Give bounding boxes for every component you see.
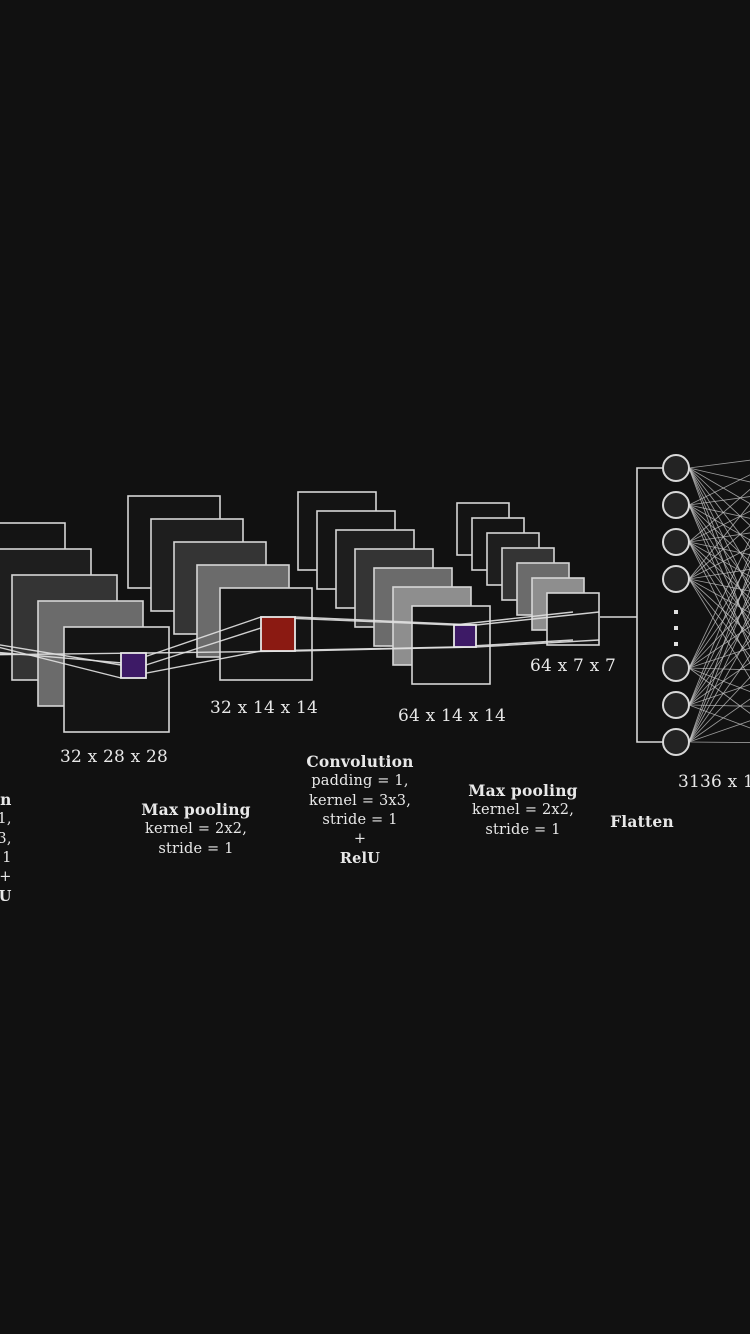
- fc-connection-line: [688, 698, 750, 743]
- fc-connection-line: [688, 459, 750, 469]
- fc-ellipsis-dot: [674, 626, 678, 630]
- fc-neuron[interactable]: [662, 654, 690, 682]
- fc-neuron[interactable]: [662, 528, 690, 556]
- dim-64-14-14: 64 x 14 x 14: [397, 705, 507, 726]
- fc-neuron[interactable]: [662, 565, 690, 593]
- fc-connection-line: [688, 667, 750, 714]
- receptive-field-highlight-purple: [453, 624, 477, 648]
- fc-connection-line: [688, 611, 750, 743]
- fc-connection-line: [688, 504, 750, 541]
- op-maxpool-1: Max pooling kernel = 2x2, stride = 1: [141, 800, 250, 859]
- fc-connection-line: [688, 503, 750, 580]
- op-maxpool-2-title: Max pooling: [468, 781, 578, 800]
- fc-connection-line: [688, 567, 750, 743]
- fc-connection-line: [688, 720, 750, 743]
- op-flatten-title: Flatten: [610, 812, 674, 831]
- op-convolution-1-line-0: padding = 1,: [0, 811, 12, 828]
- op-convolution-2-line-1: kernel = 3x3,: [308, 792, 412, 809]
- fc-connection-line: [688, 541, 750, 599]
- receptive-field-line: [475, 611, 600, 626]
- op-maxpool-2: Max pooling kernel = 2x2, stride = 1: [468, 781, 577, 840]
- op-flatten: Flatten: [610, 812, 674, 832]
- receptive-field-line: [453, 611, 574, 626]
- fc-connection-line: [688, 538, 750, 669]
- fc-connection-line: [688, 578, 750, 657]
- op-convolution-2-line-2: stride = 1: [322, 811, 398, 828]
- op-maxpool-2-line-0: kernel = 2x2,: [471, 802, 575, 819]
- op-maxpool-2-line-1: stride = 1: [485, 821, 561, 838]
- receptive-field-highlight-purple: [120, 652, 147, 679]
- fc-connection-line: [688, 589, 750, 743]
- feature-map-tile: [546, 592, 600, 646]
- dim-64-7-7: 64 x 7 x 7: [529, 655, 617, 676]
- op-convolution-1-line-3: +: [0, 868, 12, 885]
- fc-ellipsis-dot: [674, 642, 678, 646]
- fc-neuron[interactable]: [662, 454, 690, 482]
- fc-connection-line: [688, 633, 750, 743]
- fc-ellipsis-dot: [674, 610, 678, 614]
- dim-3136-1: 3136 x 1: [677, 771, 750, 792]
- fc-connection-line: [688, 578, 750, 592]
- fc-connection-line: [688, 541, 750, 621]
- fc-neuron[interactable]: [662, 691, 690, 719]
- fc-connection-line: [688, 568, 750, 580]
- flatten-bracket: [636, 467, 663, 743]
- fc-connection-line: [688, 552, 750, 706]
- fc-connection-line: [688, 654, 750, 743]
- receptive-field-line: [294, 646, 477, 652]
- op-convolution-2-line-4: RelU: [339, 849, 381, 867]
- op-convolution-2-title: Convolution: [306, 752, 414, 771]
- fully-connected-group: [600, 454, 750, 756]
- fc-neuron[interactable]: [662, 491, 690, 519]
- op-convolution-1: Convolution padding = 1, kernel = 3x3, stri…: [0, 790, 12, 906]
- fc-connection-line: [688, 541, 750, 556]
- fc-connection-line: [688, 488, 750, 543]
- fc-neuron[interactable]: [662, 728, 690, 756]
- fc-connection-line: [688, 504, 750, 563]
- feature-map-tile: [63, 626, 170, 733]
- fc-connection-line: [688, 578, 750, 614]
- fc-connection-line: [688, 547, 750, 580]
- dim-32-14-14: 32 x 14 x 14: [209, 697, 319, 718]
- receptive-field-line: [0, 646, 122, 679]
- fc-connection-line: [688, 467, 750, 548]
- op-convolution-1-line-1: kernel = 3x3,: [0, 830, 12, 847]
- receptive-field-highlight-red: [260, 616, 296, 652]
- highlight-squares-group: [120, 616, 477, 679]
- fc-connection-line: [688, 578, 750, 679]
- receptive-field-line: [475, 639, 600, 648]
- fc-connection-line: [688, 474, 750, 506]
- fc-connection-line: [688, 467, 750, 505]
- receptive-field-line: [0, 652, 147, 656]
- op-convolution-2-line-0: padding = 1,: [311, 773, 409, 790]
- fc-connection-line: [688, 676, 750, 743]
- op-convolution-2: Convolution padding = 1, kernel = 3x3, stri…: [306, 752, 413, 868]
- receptive-field-line: [0, 651, 147, 666]
- fc-connection-line: [688, 467, 750, 526]
- op-convolution-1-line-2: stride = 1: [0, 849, 12, 866]
- op-maxpool-1-line-0: kernel = 2x2,: [144, 821, 248, 838]
- op-convolution-1-line-4: RelU: [0, 887, 12, 905]
- op-maxpool-1-line-1: stride = 1: [158, 840, 234, 857]
- op-maxpool-1-title: Max pooling: [141, 800, 251, 819]
- fc-connection-line: [688, 504, 750, 585]
- fc-connection-line: [688, 741, 750, 744]
- fc-connection-line: [688, 467, 750, 483]
- op-convolution-2-line-3: +: [353, 830, 367, 847]
- op-convolution-1-title: Convolution: [0, 790, 12, 809]
- dim-32-28-28: 32 x 28 x 28: [59, 746, 169, 767]
- fc-connection-line: [688, 504, 750, 519]
- receptive-field-line: [294, 616, 477, 626]
- feature-map-stacks-group: [0, 491, 600, 733]
- fc-connection-line: [688, 525, 750, 580]
- fc-connection-line: [688, 578, 750, 636]
- fc-connection-line: [688, 541, 750, 577]
